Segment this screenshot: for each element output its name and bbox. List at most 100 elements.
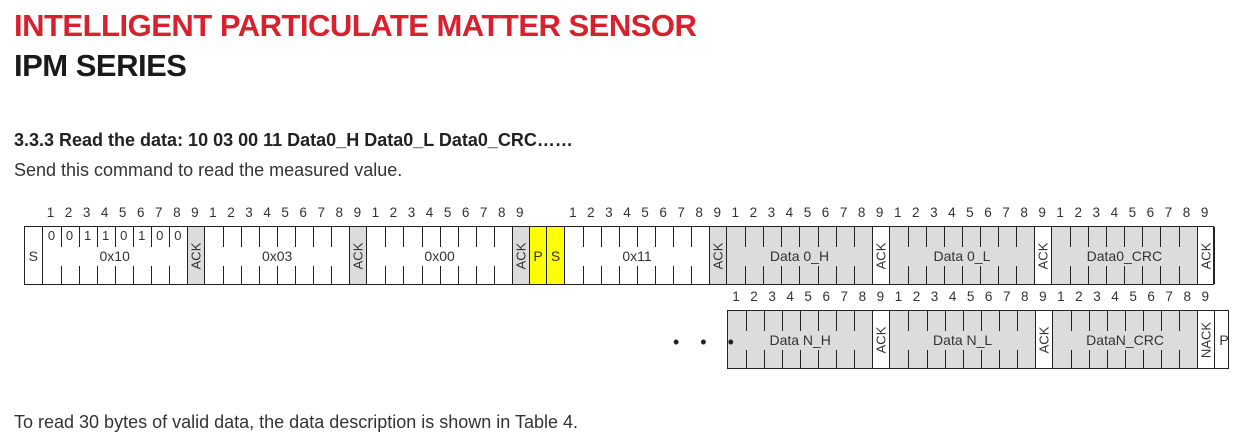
- bit-number: 4: [1110, 205, 1119, 220]
- bit-number: 8: [1183, 289, 1191, 304]
- bit-divider: [998, 311, 1000, 331]
- bit-number: 4: [786, 289, 794, 304]
- bit-divider: [836, 311, 838, 331]
- bit-divider: [493, 227, 495, 247]
- ack-cell: ACK: [871, 227, 890, 284]
- bit-number: 7: [840, 289, 849, 304]
- ack-label: ACK: [873, 242, 889, 269]
- bit-divider: [1088, 266, 1090, 284]
- bit-divider: [925, 266, 927, 284]
- bit-number: 1: [209, 205, 217, 220]
- bit-number: 6: [984, 205, 992, 220]
- bit-number: 7: [1002, 205, 1010, 220]
- bit-number: 9: [1200, 205, 1209, 220]
- byte-label: Data0_CRC: [1086, 247, 1163, 264]
- bit-number: 6: [821, 205, 830, 220]
- bit-divider: [961, 266, 963, 284]
- bit-number: 3: [1093, 289, 1101, 304]
- bit-divider: [835, 227, 837, 247]
- intro-text: Send this command to read the measured v…: [14, 160, 403, 180]
- byte-cell: Data 0_L: [889, 227, 1035, 284]
- bit-divider: [764, 350, 766, 368]
- bit-value: 0: [47, 228, 56, 243]
- bit-number: 9: [191, 205, 199, 220]
- bit-divider: [1179, 350, 1181, 368]
- bit-number: 2: [64, 205, 73, 220]
- bit-number: 6: [659, 205, 667, 220]
- bit-divider: [295, 266, 297, 284]
- bit-number: 4: [948, 289, 957, 304]
- bit-number: 4: [948, 205, 956, 220]
- bit-divider: [1070, 311, 1072, 331]
- bit-divider: [331, 266, 333, 284]
- bit-number: 5: [1129, 289, 1137, 304]
- bit-divider: [926, 311, 928, 331]
- bit-divider: [817, 227, 819, 247]
- byte-label: Data N_L: [933, 331, 993, 348]
- bit-number: 7: [1165, 289, 1173, 304]
- bit-divider: [673, 227, 675, 247]
- bit-divider: [421, 266, 423, 284]
- ack-cell: ACK: [872, 311, 891, 368]
- bit-value: 1: [138, 228, 146, 243]
- byte-label: 0x00: [424, 247, 455, 264]
- bit-divider: [331, 227, 333, 247]
- bit-number: 2: [750, 289, 758, 304]
- ack-cell: ACK: [1034, 227, 1053, 284]
- bit-number: 6: [299, 205, 307, 220]
- byte-label: 0x10: [99, 247, 130, 264]
- bit-number: 6: [1147, 289, 1155, 304]
- bit-divider: [600, 227, 602, 247]
- byte-cell: 0x00: [367, 227, 511, 284]
- bit-divider: [1161, 311, 1163, 331]
- marker-label: P: [1219, 331, 1229, 348]
- bit-divider: [403, 266, 405, 284]
- bit-divider: [746, 311, 748, 331]
- byte-cell: Data N_L: [890, 311, 1035, 368]
- byte-cell: 0x11: [565, 227, 709, 284]
- bit-divider: [1125, 350, 1127, 368]
- bit-number: 2: [1075, 289, 1083, 304]
- byte-label: Data N_H: [769, 331, 831, 348]
- bit-number: 3: [245, 205, 253, 220]
- ack-label: ACK: [1198, 242, 1214, 269]
- bit-number: 3: [82, 205, 91, 220]
- marker-cell-s: S: [25, 227, 43, 284]
- bit-divider: [1160, 266, 1162, 284]
- bit-divider: [421, 227, 423, 247]
- bit-divider: [1016, 227, 1018, 247]
- marker-label: P: [533, 247, 543, 264]
- bit-number: 3: [767, 205, 776, 220]
- ellipsis: • • •: [673, 332, 742, 352]
- bit-divider: [1106, 227, 1108, 247]
- ack-label: ACK: [710, 242, 726, 269]
- ack-label: ACK: [513, 242, 529, 269]
- bit-divider: [1143, 311, 1145, 331]
- bit-number: 3: [605, 205, 613, 220]
- bit-number: 8: [173, 205, 181, 220]
- bit-divider: [618, 266, 620, 284]
- bit-divider: [1070, 227, 1072, 247]
- bit-divider: [746, 350, 748, 368]
- footer-text: To read 30 bytes of valid data, the data…: [14, 412, 579, 432]
- bit-divider: [764, 311, 766, 331]
- bit-divider: [781, 227, 783, 247]
- bit-divider: [1143, 350, 1145, 368]
- marker-label: S: [550, 247, 561, 264]
- bit-divider: [962, 311, 964, 331]
- bit-divider: [1179, 311, 1181, 331]
- bit-number: 3: [1092, 205, 1101, 220]
- bit-value: 1: [102, 228, 110, 243]
- bit-number: 9: [1201, 289, 1210, 304]
- bit-number: 5: [1128, 205, 1137, 220]
- bit-divider: [1088, 350, 1090, 368]
- bit-number: 4: [425, 205, 434, 220]
- bit-number: 8: [1021, 289, 1029, 304]
- bit-divider: [998, 227, 1000, 247]
- bit-value: 0: [156, 228, 164, 243]
- bit-number: 5: [804, 289, 812, 304]
- bit-divider: [799, 266, 801, 284]
- bit-divider: [1070, 266, 1072, 284]
